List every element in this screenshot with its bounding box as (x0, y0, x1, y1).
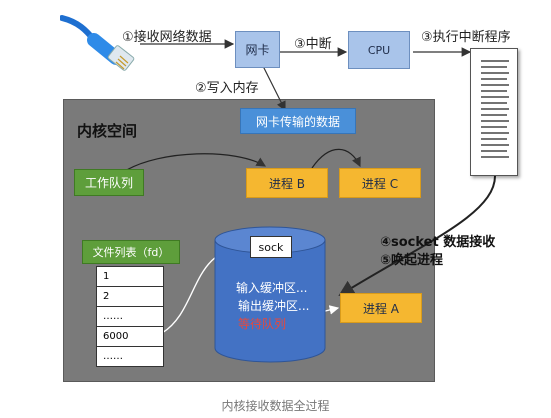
label-wake-process: ⑤唤起进程 (380, 253, 444, 268)
fd-list-header-label: 文件列表（fd） (92, 246, 170, 259)
label-receive-data: ①接收网络数据 (122, 30, 212, 45)
figure-caption: 内核接收数据全过程 (221, 399, 330, 413)
label-write-memory: ②写入内存 (195, 81, 259, 96)
nic-data-box: 网卡传输的数据 (240, 108, 356, 134)
wait-queue-label: 等待队列 (238, 317, 287, 331)
cpu-box: CPU (348, 31, 410, 69)
sock-box: sock (250, 236, 292, 258)
arrow-program-to-proca (338, 175, 496, 297)
process-a-label: 进程 A (362, 301, 400, 316)
output-buffer-label: 输出缓冲区... (238, 299, 310, 313)
process-c-label: 进程 C (361, 176, 399, 191)
kernel-space-title: 内核空间 (77, 122, 138, 140)
process-c-box: 进程 C (339, 168, 421, 198)
ethernet-cable-icon (60, 8, 142, 78)
process-b-label: 进程 B (268, 176, 306, 191)
nic-data-label: 网卡传输的数据 (255, 114, 340, 129)
work-queue-label: 工作队列 (84, 176, 133, 190)
work-queue-box: 工作队列 (74, 169, 144, 196)
arrow-procb-to-procc (311, 148, 361, 169)
fd-row: 1 (97, 267, 163, 287)
fd-row: …… (103, 351, 123, 362)
arrow-nic-to-memory (262, 65, 286, 112)
label-interrupt: ③中断 (294, 37, 332, 52)
label-socket-receive: ④socket 数据接收 (380, 235, 496, 250)
cpu-label: CPU (367, 43, 391, 57)
nic-label: 网卡 (245, 43, 270, 57)
sock-label: sock (258, 240, 284, 254)
input-buffer-label: 输入缓冲区... (236, 281, 308, 295)
label-exec-handler: ③执行中断程序 (421, 30, 511, 45)
nic-box: 网卡 (235, 31, 280, 68)
process-a-box: 进程 A (340, 293, 422, 323)
fd-row: 2 (97, 287, 163, 307)
program-listing-icon (470, 48, 518, 176)
fd-list-table: 1 2 …… 6000 …… (96, 266, 164, 367)
fd-list-header: 文件列表（fd） (82, 240, 180, 264)
fd-row: …… (97, 307, 163, 327)
process-b-box: 进程 B (246, 168, 328, 198)
arrow-workqueue-to-procb (124, 153, 267, 172)
fd-row: 6000 (97, 327, 163, 347)
